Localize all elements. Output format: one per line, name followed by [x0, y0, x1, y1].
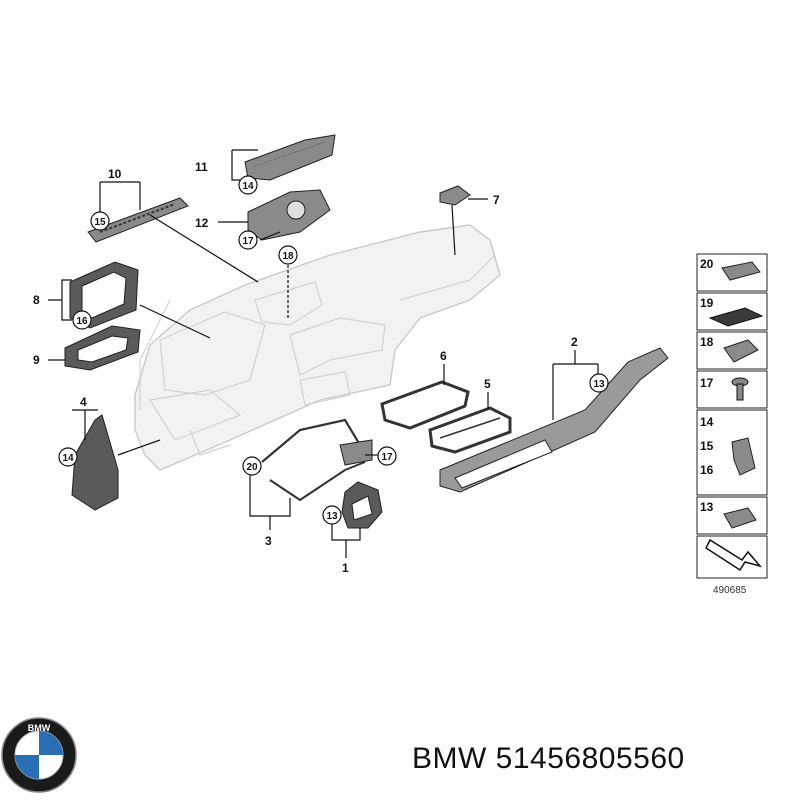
circled-14-lower: 14	[62, 453, 74, 464]
circled-13-lower: 13	[326, 511, 338, 522]
bmw-logo: BMW	[1, 717, 77, 793]
logo-text: BMW	[28, 723, 51, 733]
circled-callouts: 15 14 17 18 16 14 20 17 13 13	[58, 175, 609, 525]
part-10-vent-strip	[87, 197, 189, 243]
legend-icon-18	[723, 339, 759, 363]
legend-label-19: 19	[700, 296, 714, 310]
circled-15: 15	[94, 217, 106, 228]
callout-12: 12	[195, 216, 209, 230]
callout-10: 10	[108, 167, 122, 181]
circled-17-upper: 17	[242, 236, 254, 247]
legend-label-14: 14	[700, 415, 714, 429]
part-5-bracket	[428, 406, 512, 454]
callout-3: 3	[265, 534, 272, 548]
legend-label-17: 17	[700, 376, 714, 390]
callout-7: 7	[493, 193, 500, 207]
callout-5: 5	[484, 377, 491, 391]
part-7-trim-piece	[439, 185, 471, 206]
legend-icon-19	[708, 307, 764, 327]
part-11-speaker-cover	[244, 134, 336, 181]
callout-9: 9	[33, 353, 40, 367]
legend-label-18: 18	[700, 335, 714, 349]
part-3-cluster-frame	[261, 418, 373, 502]
legend-icon-14-15-16	[731, 437, 756, 476]
part-12-bracket	[247, 189, 331, 241]
dashboard-assembly	[134, 224, 501, 471]
callout-4: 4	[80, 395, 87, 409]
circled-18: 18	[282, 251, 294, 262]
callout-6: 6	[440, 349, 447, 363]
legend-label-16: 16	[700, 463, 714, 477]
part-1-cover	[341, 481, 383, 529]
legend-icon-20	[721, 261, 761, 281]
circled-13-right: 13	[593, 379, 605, 390]
direction-arrow-icon	[705, 538, 763, 572]
diagram-code: 490685	[713, 585, 747, 596]
callout-labels: 10 11 12 7 8 9 4 3 1 6 5 2	[33, 160, 578, 575]
legend-label-13: 13	[700, 500, 714, 514]
callout-1: 1	[342, 561, 349, 575]
circled-14-upper: 14	[242, 181, 254, 192]
part-2-trim-strip	[439, 347, 669, 493]
brand-name: BMW	[412, 742, 487, 775]
legend-label-15: 15	[700, 439, 714, 453]
part-9-frame	[64, 325, 141, 371]
part-number-caption: BMW 51456805560	[412, 742, 685, 776]
callout-8: 8	[33, 293, 40, 307]
legend-label-20: 20	[700, 257, 714, 271]
callout-2: 2	[571, 335, 578, 349]
circled-20: 20	[246, 462, 258, 473]
part-8-display-frame	[69, 261, 139, 329]
circled-16: 16	[76, 316, 88, 327]
callout-11: 11	[195, 160, 208, 174]
legend-icon-13	[723, 507, 757, 529]
circled-17-lower: 17	[381, 452, 393, 463]
fastener-legend: 20 19 18 17 14 15 16 13 490685	[696, 253, 768, 596]
part-number: 51456805560	[495, 742, 685, 775]
part-4-side-cover	[71, 414, 119, 511]
part-6-bracket	[380, 380, 470, 430]
